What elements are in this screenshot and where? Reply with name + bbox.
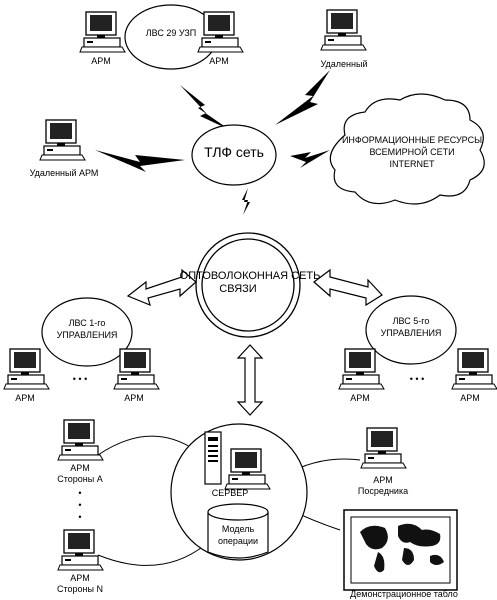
lan1-line2: УПРАВЛЕНИЯ (56, 330, 118, 340)
side-a-line2: Стороны А (57, 474, 103, 484)
vertical-dot-3: • (78, 512, 82, 522)
remote-left-pc-icon (39, 119, 86, 161)
lan5-ellipse (365, 295, 457, 365)
phone-network-ellipse (191, 124, 277, 186)
phone-network-label: ТЛФ сеть (204, 144, 264, 160)
top-lan-arm-left-label: АРМ (91, 56, 111, 66)
lan1-ellipse (41, 297, 133, 367)
internet-line3: INTERNET (389, 159, 435, 169)
fiber-ring-inner (201, 238, 295, 332)
lan5-pc-right-icon (451, 348, 497, 390)
remote-top-pc-icon (320, 9, 367, 51)
demo-board-icon (343, 509, 458, 591)
demo-board-label: Демонстрационное табло (350, 589, 458, 599)
mediator-line2: Посредника (357, 486, 409, 496)
fiber-ring-line1: ОПТОВОЛОКОННАЯ СЕТЬ (179, 270, 321, 282)
mediator-line1: АРМ (373, 475, 393, 485)
link-side-a-server (97, 435, 196, 456)
lan5-arm-left-label: АРМ (350, 393, 370, 403)
arrow-ring-server (236, 344, 264, 416)
database-line1: Модель (221, 524, 255, 534)
database-line2: операции (217, 536, 259, 546)
fiber-ring-outer (195, 232, 301, 338)
top-lan-pc-left-icon (79, 11, 126, 53)
lan1-pc-right-icon (113, 348, 160, 390)
lightning-remote-top (275, 70, 330, 125)
lan5-pc-left-icon (338, 348, 385, 390)
vertical-dot-1: • (78, 488, 82, 498)
lan5-dots: • • • (409, 374, 425, 384)
arrow-lan1-ring (126, 268, 197, 307)
lan1-arm-left-label: АРМ (15, 393, 35, 403)
lan5-arm-right-label: АРМ (460, 393, 480, 403)
internet-line1: ИНФОРМАЦИОННЫЕ РЕСУРСЫ (341, 135, 483, 145)
lan5-line2: УПРАВЛЕНИЯ (380, 328, 442, 338)
lan1-arm-right-label: АРМ (124, 393, 144, 403)
lightning-internet (290, 150, 330, 168)
lan5-line1: ЛВС 5-го (392, 316, 430, 326)
remote-left-label: Удаленный АРМ (29, 168, 99, 178)
top-lan-pc-right-icon (197, 11, 244, 53)
lan1-dots: • • • (72, 374, 88, 384)
fiber-ring-line2: СВЯЗИ (219, 283, 257, 295)
remote-top-label: Удаленный (320, 59, 368, 69)
mediator-pc-icon (360, 427, 407, 469)
side-a-pc-icon (57, 419, 104, 461)
side-n-pc-icon (57, 529, 104, 571)
side-n-line1: АРМ (70, 573, 90, 583)
hollow-arrows (126, 268, 383, 416)
side-a-line1: АРМ (70, 463, 90, 473)
top-lan-label: ЛВС 29 УЗП (145, 28, 197, 38)
lightning-links (95, 70, 330, 215)
internet-line2: ВСЕМИРНОЙ СЕТИ (369, 147, 455, 157)
arrow-ring-lan5 (313, 268, 383, 307)
lan1-pc-left-icon (3, 348, 50, 390)
vertical-dot-2: • (78, 500, 82, 510)
lan1-line1: ЛВС 1-го (68, 318, 106, 328)
lightning-top-lan (180, 85, 230, 130)
server-tower-icon (204, 431, 222, 485)
top-lan-arm-right-label: АРМ (209, 56, 229, 66)
link-side-n-server (97, 544, 206, 566)
lightning-remote-left (95, 150, 185, 172)
lightning-down (242, 188, 250, 215)
side-n-line2: Стороны N (57, 584, 103, 594)
server-label: СЕРВЕР (211, 488, 249, 498)
internet-cloud-shape (329, 93, 485, 205)
database-cylinder-icon (207, 503, 269, 559)
